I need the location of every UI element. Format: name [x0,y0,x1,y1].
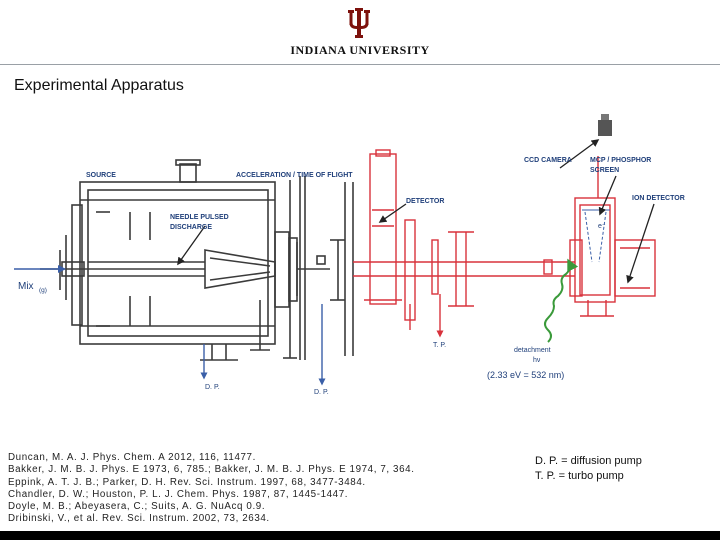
reference-list: Duncan, M. A. J. Phys. Chem. A 2012, 116… [8,452,415,526]
label-ion-detector: ION DETECTOR [632,195,685,202]
laser-beam [544,258,579,343]
label-source: SOURCE [86,172,116,179]
page-title: Experimental Apparatus [14,77,184,94]
tof-chamber [353,149,656,330]
label-ccd-camera: CCD CAMERA [524,157,572,164]
reference-item: Bakker, J. M. B. J. Phys. E 1973, 6, 785… [8,464,415,476]
apparatus-diagram: SOURCE ACCELERATION / TIME OF FLIGHT NEE… [14,114,685,396]
label-mcp-1: MCP / PHOSPHOR [590,157,651,164]
source-chamber [40,159,354,361]
label-tp: T. P. [433,342,446,349]
reference-item: Chandler, D. W.; Houston, P. L. J. Chem.… [8,488,349,500]
header-logo: INDIANA UNIVERSITY [0,0,720,62]
label-dp-left: D. P. [205,384,220,391]
label-electron: e⁻ [598,223,606,230]
iu-trident-icon [348,8,370,38]
bottom-bar [0,531,720,540]
reference-item: Doyle, M. B.; Abeyasera, C.; Suits, A. G… [8,501,266,513]
label-mix-sub: (g) [39,287,47,294]
label-dp-right: D. P. [314,389,329,396]
pump-legend: D. P. = diffusion pump T. P. = turbo pum… [535,454,642,484]
legend-dp: D. P. = diffusion pump [535,455,642,467]
label-acceleration: ACCELERATION / TIME OF FLIGHT [236,172,353,179]
label-mcp-2: SCREEN [590,167,619,174]
reference-item: Dribinski, V., et al. Rev. Sci. Instrum.… [8,513,270,525]
mcp-cone [582,209,610,263]
label-detector: DETECTOR [406,198,444,205]
label-detachment: detachment [514,347,551,354]
label-wavelength: (2.33 eV = 532 nm) [487,370,564,380]
ccd-camera-icon [598,114,612,136]
label-needle-2: DISCHARGE [170,224,212,231]
label-needle-1: NEEDLE PULSED [170,214,229,221]
label-hv: hν [533,357,541,364]
legend-tp: T. P. = turbo pump [535,470,624,482]
reference-item: Duncan, M. A. J. Phys. Chem. A 2012, 116… [8,452,256,463]
header-divider [0,64,720,65]
callout-lines [177,139,655,284]
label-mix: Mix [18,281,34,292]
university-name: INDIANA UNIVERSITY [290,43,430,57]
reference-item: Eppink, A. T. J. B.; Parker, D. H. Rev. … [8,476,366,488]
